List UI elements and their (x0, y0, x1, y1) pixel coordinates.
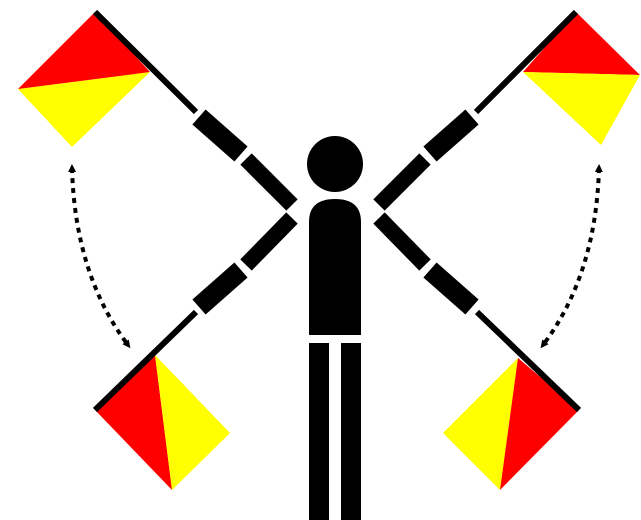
person-left-leg (309, 343, 329, 520)
person-torso (309, 199, 361, 335)
left-motion-arrow (72, 168, 128, 345)
right-arm-lower-segment (379, 218, 425, 265)
right-forearm-lower (430, 270, 472, 307)
left-forearm-lower (199, 270, 241, 307)
person-figure (199, 117, 472, 520)
right-arm-upper-segment (379, 159, 425, 205)
right-forearm-upper (430, 117, 472, 154)
upper-right-flag-yellow-half (523, 72, 640, 145)
person-head (307, 136, 363, 192)
left-arm-lower-segment (246, 218, 292, 265)
left-arm-upper-segment (246, 159, 292, 205)
lower-right-flag (443, 312, 579, 490)
lower-left-flag (95, 312, 230, 490)
right-motion-arrow (543, 168, 599, 345)
person-right-leg (341, 343, 361, 520)
upper-left-flag (18, 12, 196, 147)
upper-right-flag (476, 12, 640, 145)
left-forearm-upper (199, 117, 241, 154)
